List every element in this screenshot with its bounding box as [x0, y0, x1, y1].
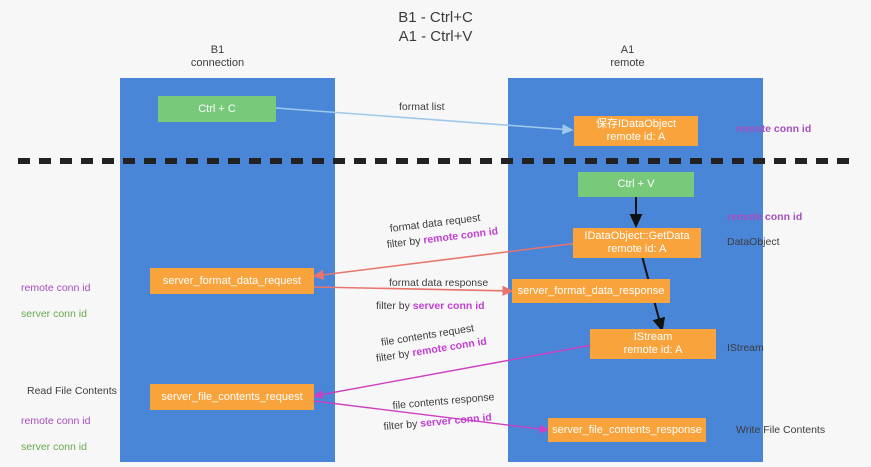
node-server-file-contents-request[interactable]: server_file_contents_request	[150, 384, 314, 410]
node-idataobject-getdata[interactable]: IDataObject::GetData remote id: A	[573, 228, 701, 258]
edge-label-format-data-response: format data response	[389, 277, 489, 289]
label-remote-conn-id-mid: remote conn id	[727, 211, 803, 223]
edge-label-format-data-response-filter: filter by server conn id	[376, 299, 485, 313]
filter-prefix: filter by	[386, 234, 425, 251]
lane-title-a1: A1 remote	[610, 44, 645, 69]
label-write-file-contents: Write File Contents	[736, 424, 826, 436]
node-server-format-data-response[interactable]: server_format_data_response	[512, 279, 670, 303]
label-dataobject: DataObject	[727, 236, 780, 248]
node-ctrl-v[interactable]: Ctrl + V	[578, 172, 694, 197]
node-ctrl-c[interactable]: Ctrl + C	[158, 96, 276, 122]
node-save-idataobject[interactable]: 保存IDataObject remote id: A	[574, 116, 698, 146]
label-istream: IStream	[727, 342, 764, 354]
edge-label-file-contents-response: file contents response	[392, 391, 495, 412]
label-server-conn-id-left-2: server conn id	[21, 441, 87, 453]
label-remote-conn-id-top: remote conn id	[736, 123, 812, 135]
label-remote-conn-id-left-2: remote conn id	[21, 415, 91, 427]
edge-label-file-contents-response-filter: filter by server conn id	[383, 411, 492, 434]
label-left-conn-ids: remote conn id server conn id	[21, 269, 90, 321]
label-server-conn-id-left: server conn id	[21, 308, 87, 320]
filter-key-server-conn-id: server conn id	[412, 300, 485, 312]
label-read-file-contents: Read File Contents	[27, 385, 117, 397]
node-istream[interactable]: IStream remote id: A	[590, 329, 716, 359]
node-server-file-contents-response[interactable]: server_file_contents_response	[548, 418, 706, 442]
filter-prefix: filter by	[383, 417, 421, 433]
page-title: B1 - Ctrl+C A1 - Ctrl+V	[398, 9, 473, 45]
filter-prefix: filter by	[376, 300, 413, 312]
edge-label-format-list: format list	[399, 101, 445, 113]
lane-title-b1: B1 connection	[190, 44, 245, 69]
filter-prefix: filter by	[375, 347, 414, 365]
filter-key-server-conn-id: server conn id	[419, 411, 493, 430]
node-server-format-data-request[interactable]: server_format_data_request	[150, 268, 314, 294]
label-remote-conn-id-left: remote conn id	[21, 282, 91, 294]
label-left-conn-ids-2: remote conn id server conn id	[21, 402, 90, 454]
